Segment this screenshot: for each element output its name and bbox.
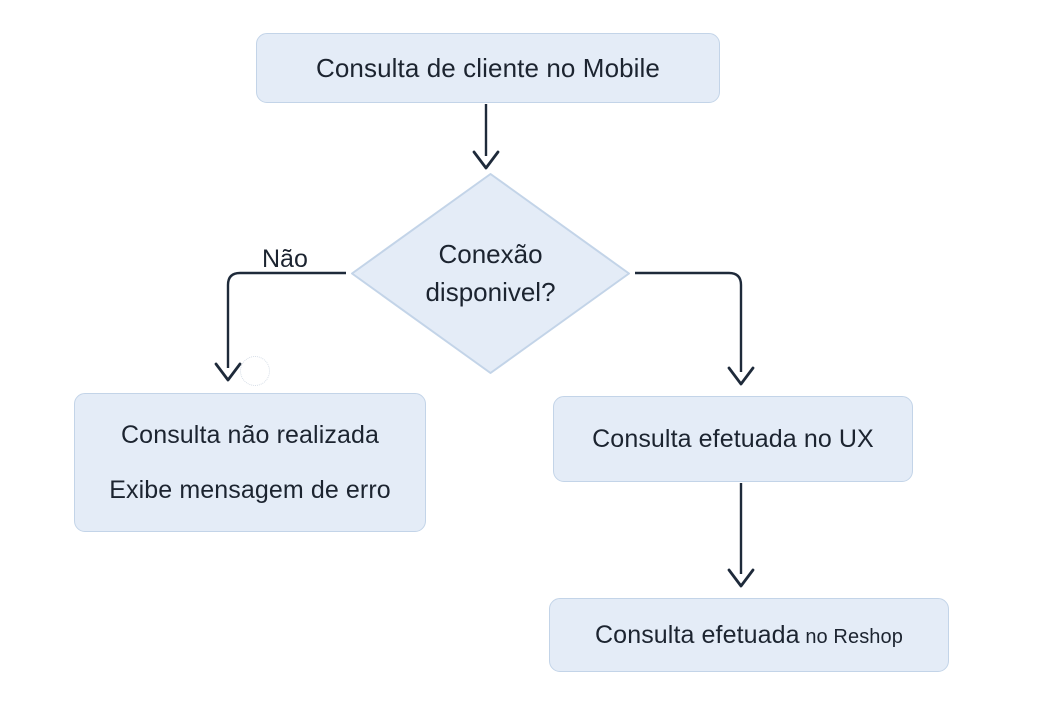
- node-decision[interactable]: Conexão disponivel?: [348, 170, 633, 377]
- node-start[interactable]: Consulta de cliente no Mobile: [256, 33, 720, 103]
- node-ux[interactable]: Consulta efetuada no UX: [553, 396, 913, 482]
- dotted-circle-artifact: [240, 356, 270, 386]
- node-reshop-text-main: Consulta efetuada: [595, 620, 800, 649]
- node-ux-label: Consulta efetuada no UX: [592, 424, 874, 453]
- edge-label-nao: Não: [262, 245, 308, 273]
- node-decision-line1: Conexão: [438, 238, 543, 269]
- node-fail-line2: Exibe mensagem de erro: [109, 475, 391, 504]
- node-fail-line1: Consulta não realizada: [121, 420, 379, 449]
- node-start-label: Consulta de cliente no Mobile: [316, 52, 660, 83]
- edge-ux-to-reshop: [727, 483, 755, 588]
- edge-decision-to-ux: [635, 271, 755, 386]
- node-reshop-text-suffix: no Reshop: [799, 625, 903, 648]
- edge-start-to-decision: [472, 104, 500, 170]
- node-fail[interactable]: Consulta não realizada Exibe mensagem de…: [74, 393, 426, 532]
- node-reshop[interactable]: Consulta efetuada no Reshop: [549, 598, 949, 672]
- node-reshop-label: Consulta efetuada no Reshop: [595, 621, 903, 650]
- node-decision-label: Conexão disponivel?: [348, 170, 633, 377]
- node-decision-line2: disponivel?: [425, 276, 556, 307]
- edge-decision-to-fail: [214, 271, 346, 382]
- diamond-shape: [351, 173, 630, 374]
